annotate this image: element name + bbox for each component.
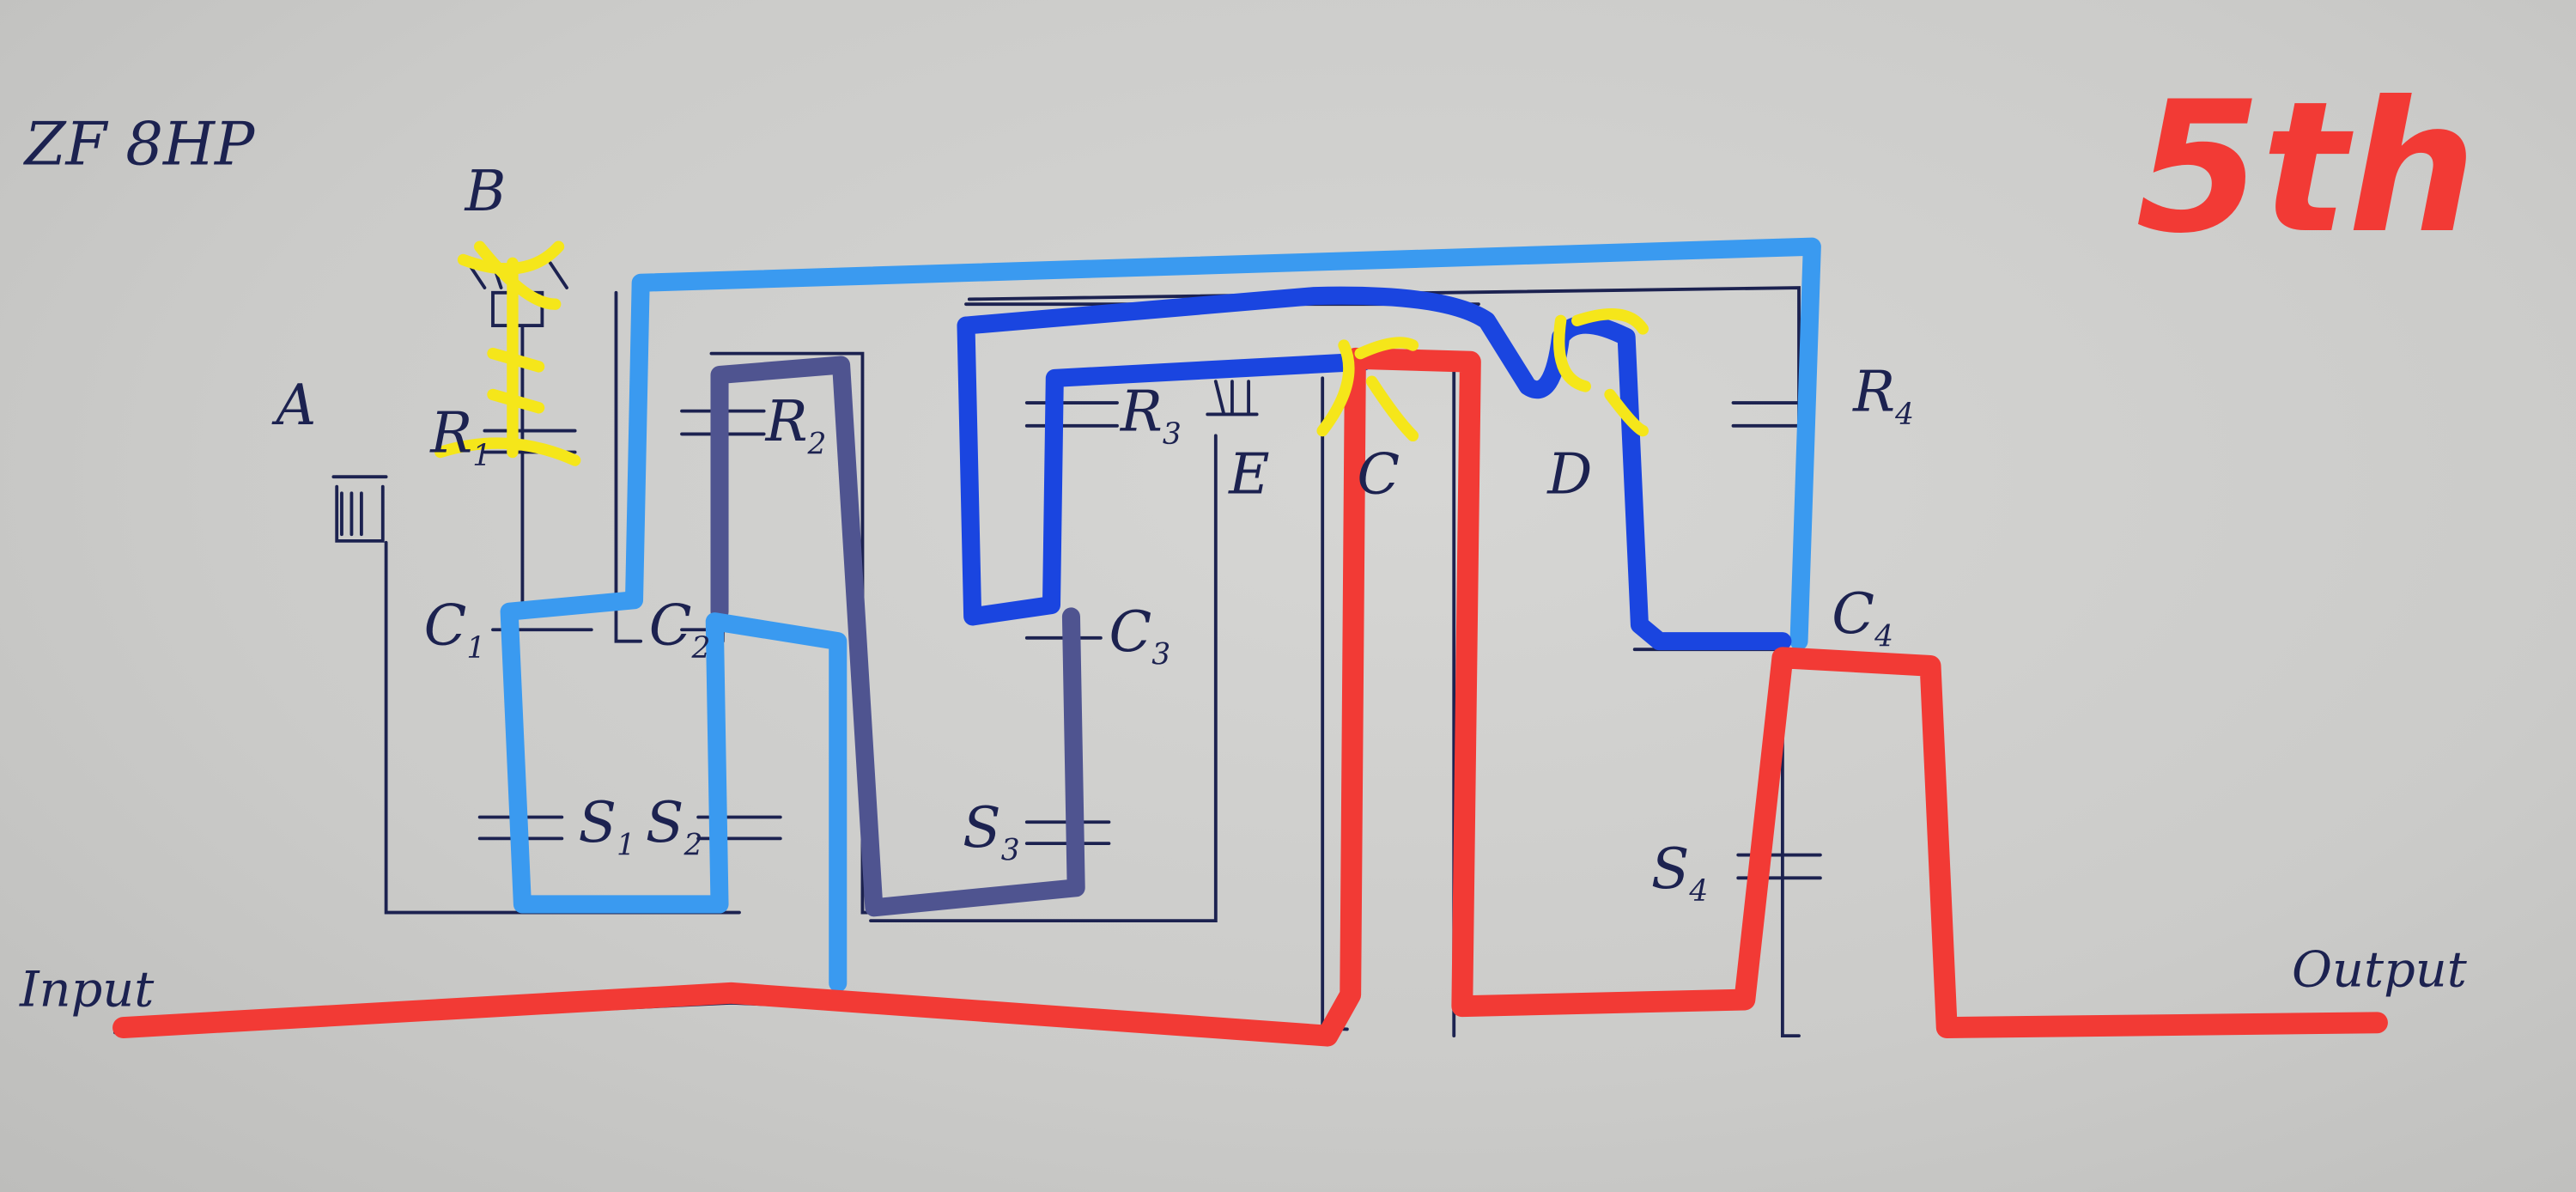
- clutch-c-engaged-mark: [1316, 337, 1419, 442]
- r4-teeth: [1731, 401, 1809, 428]
- clutch-e-label: E: [1228, 442, 1269, 507]
- c4-label: C4: [1832, 582, 1893, 654]
- gearset-labels: R1 R2 R3 R4 C1 C2 C3 C4 S1 S2 S3 S4: [424, 361, 1914, 909]
- brake-a-label: A: [271, 374, 316, 438]
- s2-label: S2: [646, 791, 702, 862]
- s3-label: S3: [963, 796, 1019, 867]
- brake-b-engaged-mark: [434, 240, 581, 466]
- clutch-d-label: D: [1546, 442, 1592, 507]
- r4-label: R4: [1852, 361, 1914, 432]
- r3-label: R3: [1120, 380, 1182, 452]
- output-label: Output: [2292, 941, 2468, 999]
- c3-label: C3: [1109, 600, 1170, 672]
- engaged-marks: [434, 240, 1649, 466]
- c1-label: C1: [424, 593, 486, 665]
- r1-label: R1: [429, 401, 491, 472]
- shaft-navy-path: [710, 356, 1085, 917]
- brake-b-housing: [466, 261, 568, 611]
- shaft-blue-path: [957, 286, 1792, 651]
- power-flow-path: [112, 347, 2388, 1047]
- ring1-carrier: [614, 290, 643, 643]
- diagram-title: ZF 8HP: [23, 110, 256, 179]
- s1-label: S1: [578, 791, 635, 862]
- shaft-light-blue-path: [500, 237, 1821, 993]
- c2-label: C2: [649, 593, 711, 665]
- gear-label: 5th: [2136, 63, 2476, 273]
- input-label: Input: [19, 961, 155, 1019]
- r2-label: R2: [765, 390, 827, 461]
- brake-a-housing: [331, 475, 741, 915]
- s4-label: S4: [1651, 837, 1708, 909]
- clutch-d-engaged-mark: [1552, 307, 1649, 437]
- brake-b-label: B: [464, 160, 506, 224]
- clutch-c-label: C: [1357, 442, 1400, 507]
- r3-teeth: [1024, 401, 1119, 428]
